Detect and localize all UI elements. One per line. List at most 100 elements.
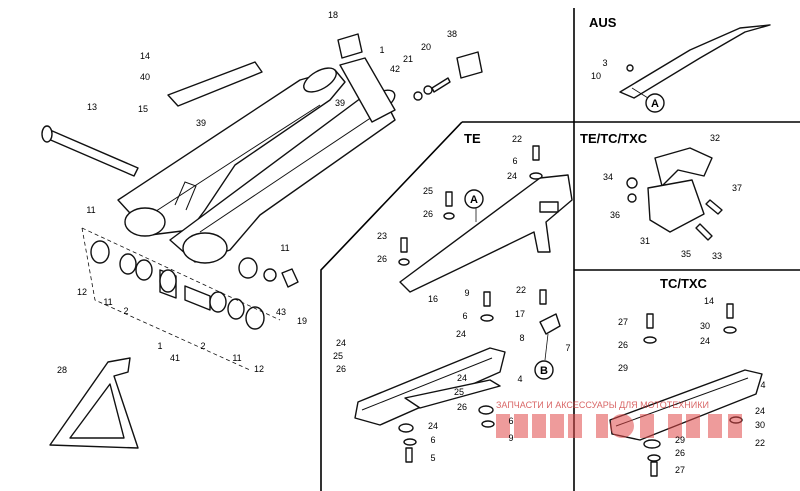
callout-25: 25 (454, 387, 464, 397)
callout-11: 11 (86, 205, 95, 215)
callout-17: 17 (515, 309, 525, 319)
callout-25: 25 (423, 186, 433, 196)
callout-4: 4 (517, 374, 522, 384)
bearing-stack (81, 227, 299, 371)
callout-41: 41 (170, 353, 180, 363)
callout-30: 30 (700, 321, 710, 331)
stand (49, 357, 139, 449)
callout-13: 13 (87, 102, 97, 112)
section-label-aus: AUS (589, 15, 617, 30)
callout-35: 35 (681, 249, 691, 259)
callout-18: 18 (328, 10, 338, 20)
callout-24: 24 (700, 336, 710, 346)
callout-27: 27 (675, 465, 685, 475)
callout-14: 14 (140, 51, 150, 61)
aus-chain-guide (619, 24, 771, 99)
callout-39: 39 (335, 98, 345, 108)
callout-28: 28 (57, 365, 67, 375)
te-hardware (398, 145, 561, 335)
callout-36: 36 (610, 210, 620, 220)
callout-25: 25 (333, 351, 343, 361)
adjuster-block-18 (337, 33, 363, 59)
callout-26: 26 (377, 254, 387, 264)
svg-text:B: B (540, 365, 548, 377)
callout-37: 37 (732, 183, 742, 193)
callout-23: 23 (377, 231, 387, 241)
callout-24: 24 (755, 406, 765, 416)
callout-27: 27 (618, 317, 628, 327)
callout-31: 31 (640, 236, 650, 246)
callout-6: 6 (462, 311, 467, 321)
callout-9: 9 (464, 288, 469, 298)
callout-6: 6 (512, 156, 517, 166)
callout-11: 11 (103, 297, 112, 307)
svg-text:A: A (651, 98, 659, 110)
callout-26: 26 (423, 209, 433, 219)
callout-22: 22 (755, 438, 765, 448)
callout-42: 42 (390, 64, 400, 74)
callout-26: 26 (675, 448, 685, 458)
callout-22: 22 (516, 285, 526, 295)
section-label-tc-txc: TC/TXC (660, 276, 708, 291)
callout-38: 38 (447, 29, 457, 39)
callout-15: 15 (138, 104, 148, 114)
callout-26: 26 (618, 340, 628, 350)
section-label-te: TE (464, 131, 481, 146)
callout-3: 3 (602, 58, 607, 68)
marker-a-te: A (464, 189, 484, 209)
callout-24: 24 (428, 421, 438, 431)
callout-1: 1 (157, 341, 162, 351)
callout-26: 26 (457, 402, 467, 412)
callout-4: 4 (760, 380, 765, 390)
watermark-logo (496, 414, 742, 438)
callout-14: 14 (704, 296, 714, 306)
adjuster-hardware (413, 77, 451, 101)
callout-6: 6 (508, 416, 513, 426)
callout-1: 1 (379, 45, 384, 55)
callout-2: 2 (123, 306, 128, 316)
callout-24: 24 (457, 373, 467, 383)
axle (41, 125, 139, 177)
callout-24: 24 (336, 338, 346, 348)
callout-12: 12 (254, 364, 264, 374)
marker-a-aus: A (631, 87, 665, 113)
callout-9: 9 (508, 433, 513, 443)
callout-39: 39 (196, 118, 206, 128)
callout-43: 43 (276, 307, 286, 317)
callout-29: 29 (675, 435, 685, 445)
chain-guard-block (626, 147, 723, 241)
callout-40: 40 (140, 72, 150, 82)
callout-33: 33 (712, 251, 722, 261)
te-chain-guide (399, 174, 573, 293)
section-dividers (320, 8, 800, 491)
callout-21: 21 (403, 54, 413, 64)
callout-22: 22 (512, 134, 522, 144)
section-label-te-tc-txc: TE/TC/TXC (580, 131, 648, 146)
callout-24: 24 (507, 171, 517, 181)
marker-b: B (534, 333, 554, 380)
callout-11: 11 (280, 243, 289, 253)
callout-2: 2 (200, 341, 205, 351)
callout-29: 29 (618, 363, 628, 373)
chain-slider (167, 61, 263, 107)
te-swingarm-slider (354, 347, 506, 463)
callout-8: 8 (519, 333, 524, 343)
callout-12: 12 (77, 287, 87, 297)
callout-30: 30 (755, 420, 765, 430)
callout-20: 20 (421, 42, 431, 52)
callout-5: 5 (430, 453, 435, 463)
callout-6: 6 (430, 435, 435, 445)
callout-16: 16 (428, 294, 438, 304)
svg-text:A: A (470, 194, 478, 206)
tc-swingarm-slider (609, 303, 763, 477)
callout-32: 32 (710, 133, 720, 143)
callout-26: 26 (336, 364, 346, 374)
callout-24: 24 (456, 329, 466, 339)
watermark-text: ЗАПЧАСТИ И АКСЕССУАРЫ ДЛЯ МОТОТЕХНИКИ (496, 400, 709, 410)
callout-19: 19 (297, 316, 307, 326)
adjuster-block-38 (456, 51, 483, 79)
callout-7: 7 (565, 343, 570, 353)
